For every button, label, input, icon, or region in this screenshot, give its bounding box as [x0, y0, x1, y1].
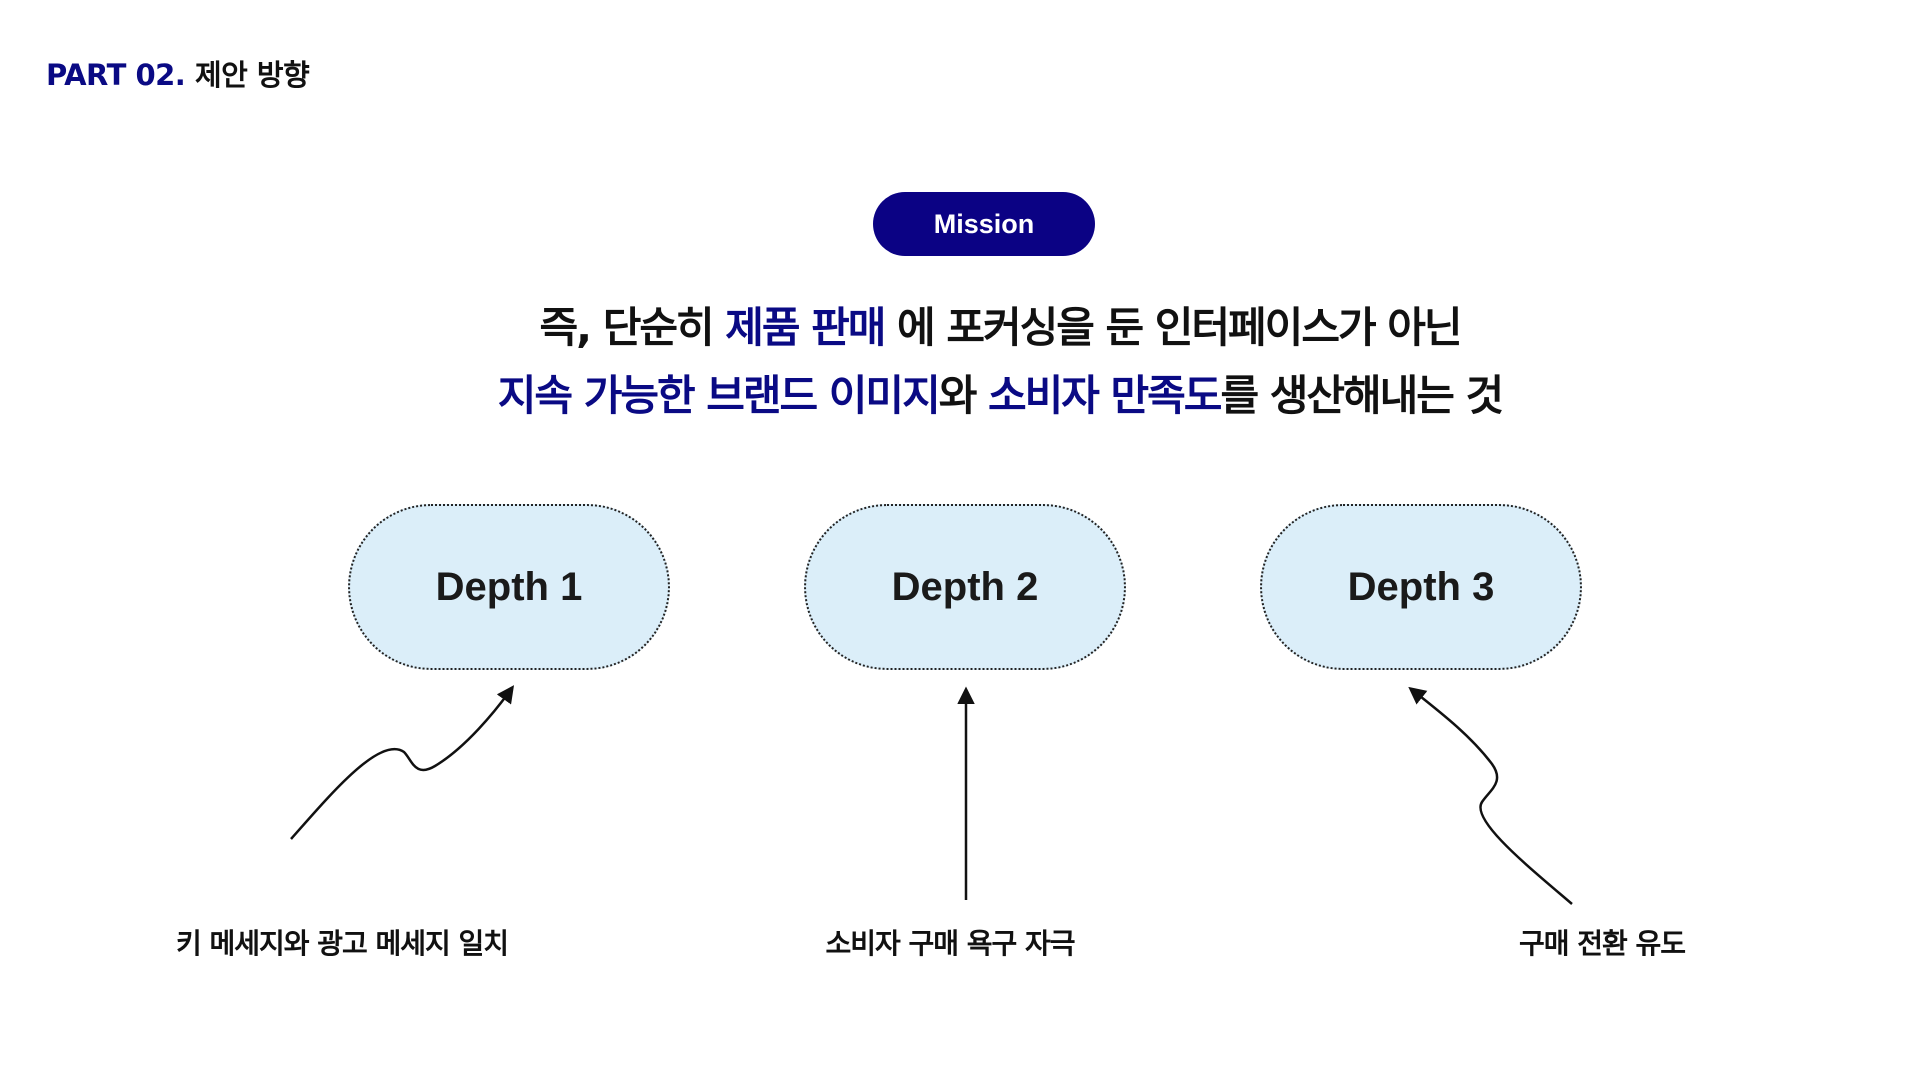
arrow-depth-3: [1408, 686, 1573, 905]
part-title: 제안 방향: [194, 58, 310, 92]
part-number: PART 02.: [46, 58, 186, 92]
headline-highlight: 지속 가능한 브랜드 이미지: [497, 371, 941, 420]
headline-text: 에 포커싱을 둔 인터페이스가 아닌: [884, 303, 1462, 352]
section-title: PART 02. 제안 방향: [46, 52, 310, 94]
headline-line-2: 지속 가능한 브랜드 이미지와 소비자 만족도를 생산해내는 것: [0, 362, 1920, 423]
depth-3-node: Depth 3: [1260, 504, 1582, 670]
headline-line-1: 즉, 단순히 제품 판매 에 포커싱을 둔 인터페이스가 아닌: [0, 294, 1920, 355]
headline-text: 와: [938, 371, 988, 420]
headline-highlight: 제품 판매: [725, 303, 886, 352]
mission-badge: Mission: [873, 192, 1095, 256]
depth-3-description: 구매 전환 유도: [1518, 927, 1686, 960]
depth-1-node: Depth 1: [348, 504, 670, 670]
depth-2-description: 소비자 구매 욕구 자극: [825, 927, 1075, 960]
depth-2-node: Depth 2: [804, 504, 1126, 670]
headline-text: 를 생산해내는 것: [1220, 371, 1504, 420]
headline-highlight: 소비자 만족도: [987, 371, 1222, 420]
depth-1-description: 키 메세지와 광고 메세지 일치: [175, 927, 509, 960]
headline-text: 즉, 단순히: [539, 303, 726, 352]
arrow-depth-1: [290, 685, 515, 840]
